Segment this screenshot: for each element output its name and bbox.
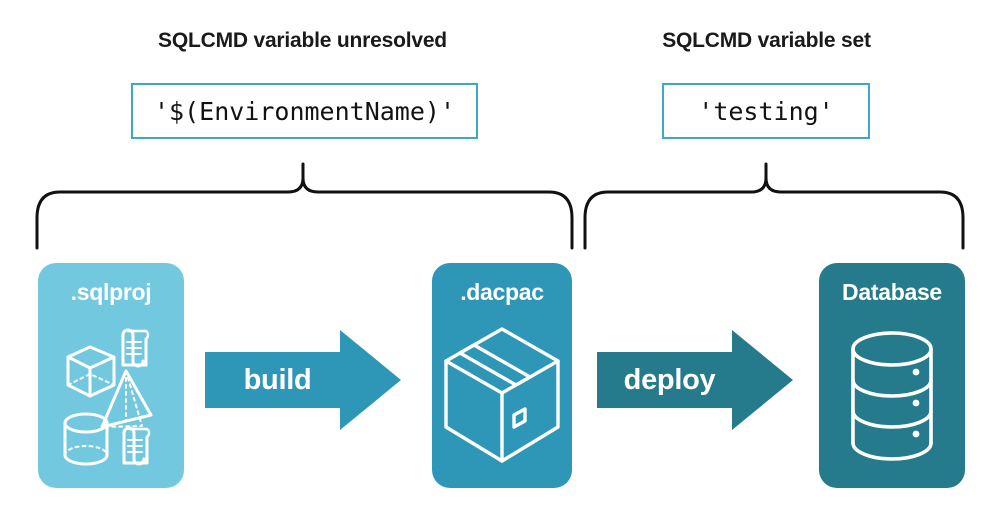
package-box-icon	[444, 327, 560, 463]
sqlcmd-variable-value-set: 'testing'	[662, 83, 870, 139]
stage-label-sqlproj: .sqlproj	[70, 279, 152, 305]
arrow-build: build	[205, 330, 401, 430]
sqlcmd-variable-value-unresolved: '$(EnvironmentName)'	[131, 83, 478, 139]
stage-box-dacpac: .dacpac	[432, 263, 572, 488]
scroll-icon	[121, 328, 150, 368]
dacpac-artwork	[444, 327, 560, 463]
stage-box-sqlproj: .sqlproj	[38, 263, 184, 488]
sqlproj-artwork	[63, 328, 153, 466]
scroll-icon	[122, 426, 151, 466]
brace-right	[583, 162, 965, 250]
cube-wireframe-icon	[66, 345, 116, 398]
stage-box-database: Database	[819, 263, 965, 488]
stage-label-database: Database	[842, 279, 942, 305]
arrow-deploy: deploy	[597, 330, 793, 430]
database-artwork	[851, 331, 933, 461]
annotation-heading-unresolved: SQLCMD variable unresolved	[158, 29, 447, 52]
brace-connectors	[35, 162, 965, 250]
arrow-build-shape	[205, 330, 401, 430]
annotation-heading-set: SQLCMD variable set	[662, 29, 871, 52]
stage-label-dacpac: .dacpac	[460, 279, 544, 305]
cylinder-wireframe-icon	[63, 412, 109, 466]
pyramid-wireframe-icon	[100, 369, 153, 429]
database-status-dots	[912, 368, 920, 438]
brace-left	[35, 162, 574, 250]
arrow-deploy-shape	[597, 330, 793, 430]
database-cylinder-icon	[851, 331, 933, 461]
